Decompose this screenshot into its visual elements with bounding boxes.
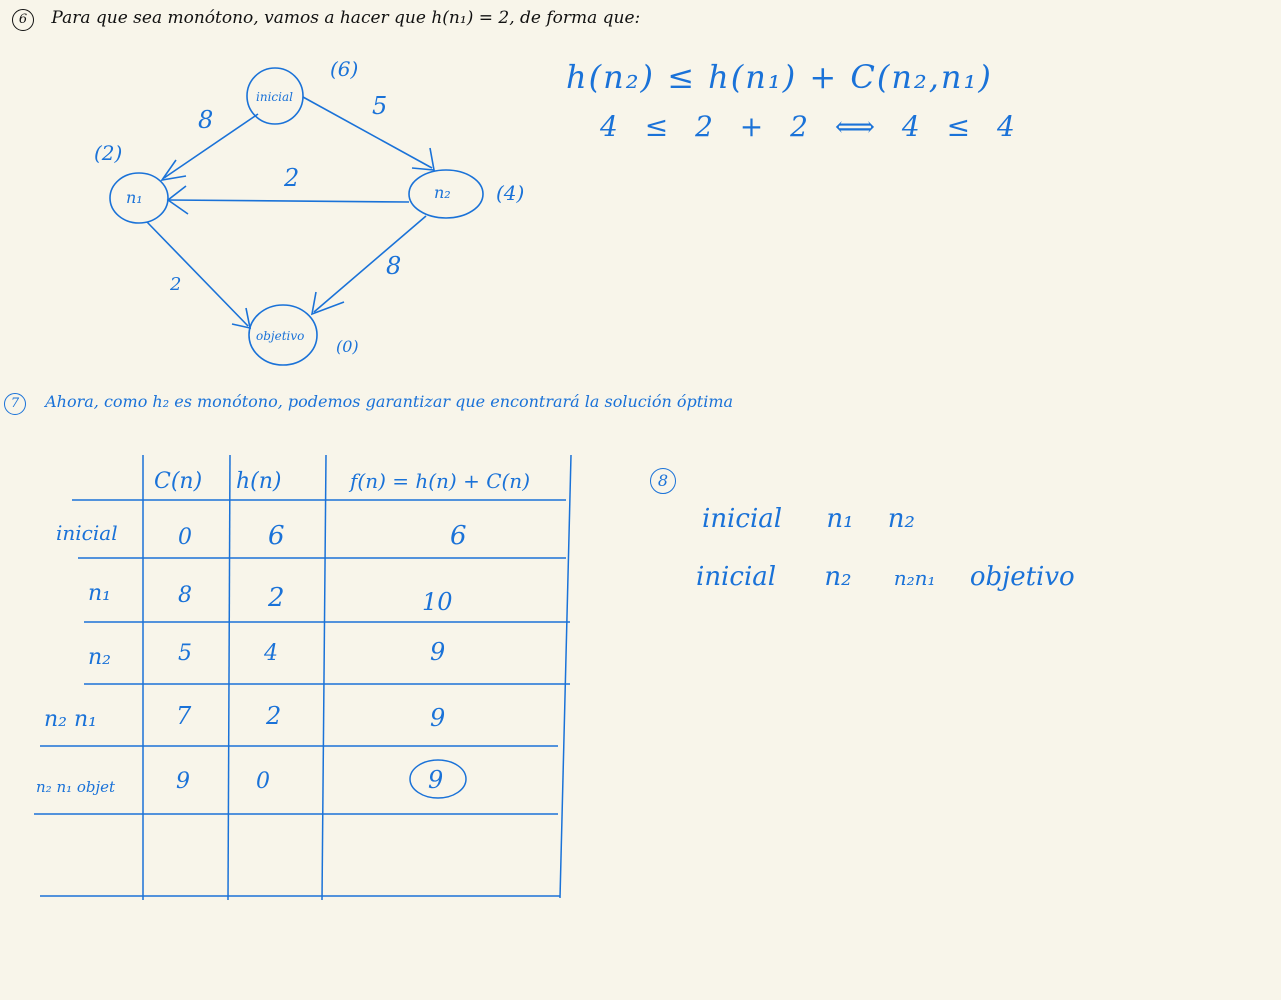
results-table: C(n) h(n) f(n) = h(n) + C(n) inicial 0 6… [34, 454, 572, 900]
question-7: 7 Ahora, como h₂ es monótono, podemos ga… [4, 392, 733, 415]
row-5-h: 0 [256, 769, 270, 794]
row-4-h: 2 [265, 702, 281, 730]
row-1-c: 0 [178, 525, 192, 550]
question-6-text: Para que sea monótono, vamos a hacer que… [51, 8, 641, 28]
question-6-number: 6 [12, 9, 34, 31]
edge-inicial-n1-cost: 8 [198, 106, 213, 134]
row-5-f: 9 [428, 766, 443, 794]
edge-n2-objetivo [313, 215, 427, 313]
question-7-text: Ahora, como h₂ es monótono, podemos gara… [45, 392, 734, 411]
path-2-step: objetivo [969, 562, 1075, 592]
row-1-f: 6 [450, 521, 467, 551]
row-3-h: 4 [263, 641, 278, 666]
edge-n2-n1 [167, 199, 410, 203]
edge-inicial-n2 [302, 96, 433, 169]
optimal-value-circle [409, 759, 467, 799]
edge-inicial-n2-cost: 5 [372, 92, 387, 120]
row-4-node: n₂ n₁ [44, 707, 97, 732]
question-7-number: 7 [4, 393, 26, 415]
row-5-c: 9 [176, 769, 190, 794]
row-4-c: 7 [176, 702, 192, 730]
edge-n1-objetivo-cost: 2 [169, 274, 181, 295]
row-1-node: inicial [56, 521, 118, 545]
row-1-h: 6 [268, 521, 285, 551]
row-2-f: 10 [422, 588, 453, 616]
header-c: C(n) [154, 469, 202, 494]
header-h: h(n) [236, 469, 282, 494]
row-4-f: 9 [430, 704, 445, 732]
node-objetivo-label: objetivo [256, 329, 304, 343]
edge-n1-objetivo [146, 221, 249, 327]
edge-n2-n1-cost: 2 [283, 164, 299, 192]
node-n1 [109, 172, 169, 224]
node-n2-label: n₂ [434, 183, 451, 202]
path-2-step: inicial [696, 562, 777, 592]
node-objetivo [248, 304, 318, 366]
node-n2-h: (4) [496, 181, 524, 205]
row-2-c: 8 [178, 583, 192, 608]
inequality-line-2: 4 ≤ 2 + 2 ⟺ 4 ≤ 4 [600, 110, 1015, 143]
path-1-step: inicial [702, 504, 783, 534]
node-n1-label: n₁ [126, 188, 143, 207]
path-2: inicial n₂ n₂n₁ objetivo [696, 562, 1075, 592]
node-inicial-h: (6) [330, 57, 358, 81]
row-2-h: 2 [267, 583, 285, 613]
node-objetivo-h: (0) [336, 337, 359, 356]
header-f: f(n) = h(n) + C(n) [348, 469, 530, 493]
search-graph: inicial (6) n₁ (2) n₂ (4) objetivo (0) 8… [94, 57, 524, 366]
node-inicial-label: inicial [256, 90, 293, 104]
question-8-number: 8 [650, 468, 676, 494]
row-3-c: 5 [178, 641, 192, 666]
question-6: 6 Para que sea monótono, vamos a hacer q… [12, 8, 640, 31]
edge-inicial-n1 [163, 113, 259, 179]
row-2-node: n₁ [88, 581, 111, 606]
edge-n2-objetivo-cost: 8 [386, 252, 401, 280]
row-3-node: n₂ [88, 645, 111, 670]
path-2-step: n₂ [824, 562, 852, 592]
path-1: inicial n₁ n₂ [702, 504, 915, 534]
node-n2 [408, 169, 484, 219]
row-5-node: n₂ n₁ objet [36, 778, 116, 796]
node-inicial [246, 67, 304, 125]
inequality-line-1: h(n₂) ≤ h(n₁) + C(n₂,n₁) [566, 58, 993, 96]
path-2-step: n₂n₁ [893, 566, 936, 590]
path-1-step: n₂ [887, 504, 915, 534]
path-1-step: n₁ [826, 504, 854, 534]
row-3-f: 9 [430, 638, 445, 666]
node-n1-h: (2) [94, 141, 122, 165]
graph-shapes [109, 67, 484, 366]
